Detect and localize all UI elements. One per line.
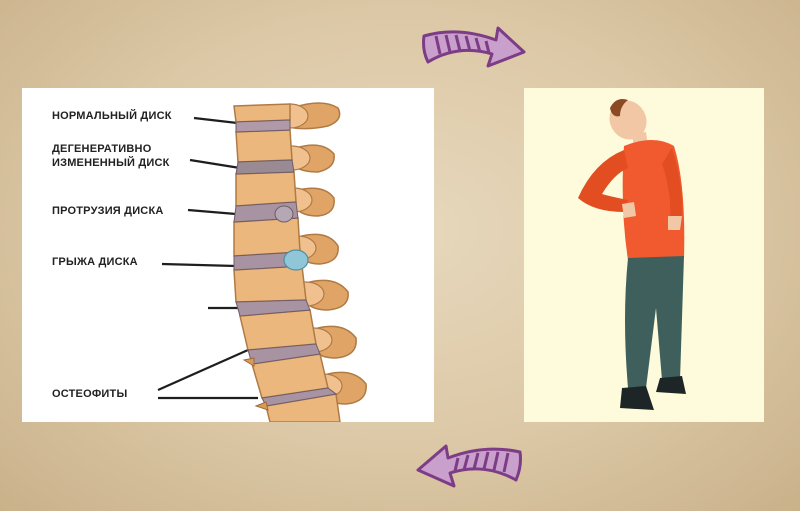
decorative-arrow-left-icon <box>416 444 522 488</box>
spine-illustration <box>157 102 367 422</box>
label-protrusion: ПРОТРУЗИЯ ДИСКА <box>52 205 164 217</box>
label-normal-disc: НОРМАЛЬНЫЙ ДИСК <box>52 110 172 122</box>
back-pain-person-panel <box>524 88 764 422</box>
label-degenerative-disc-line2: ИЗМЕНЕННЫЙ ДИСК <box>52 157 170 169</box>
label-osteophytes: ОСТЕОФИТЫ <box>52 388 128 400</box>
label-degenerative-disc-line1: ДЕГЕНЕРАТИВНО <box>52 143 152 155</box>
spine-diagram-panel: НОРМАЛЬНЫЙ ДИСК ДЕГЕНЕРАТИВНО ИЗМЕНЕННЫЙ… <box>22 88 434 422</box>
decorative-arrow-right-icon <box>422 26 526 68</box>
back-pain-person-illustration <box>578 99 686 410</box>
label-hernia: ГРЫЖА ДИСКА <box>52 256 138 268</box>
